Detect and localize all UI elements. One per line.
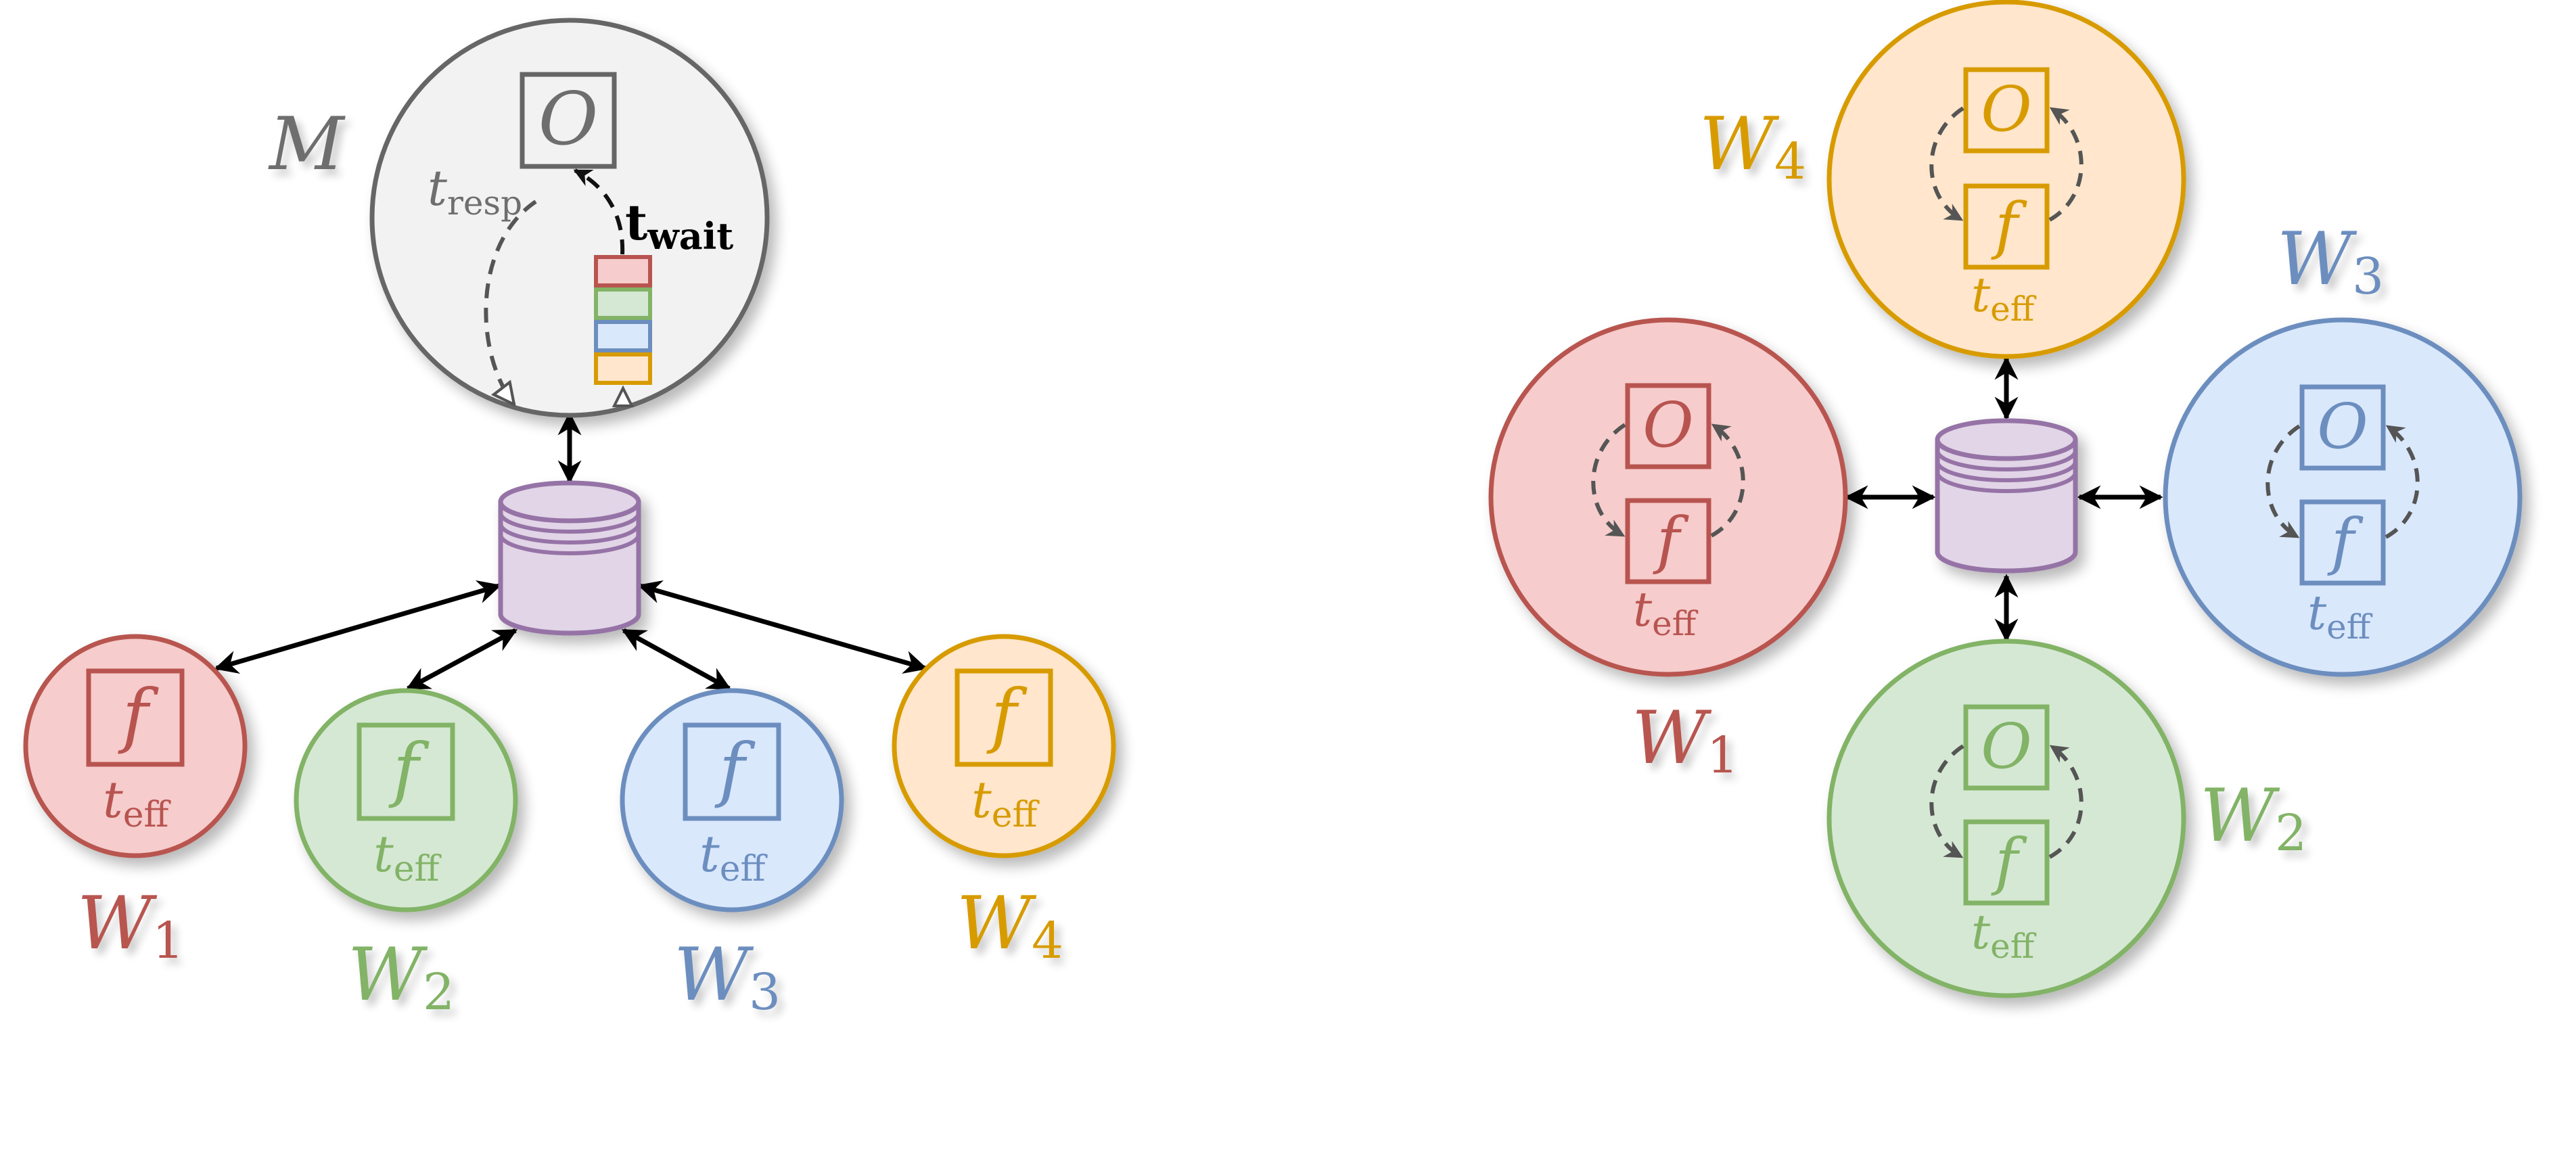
left-worker-3-function-box <box>683 722 781 821</box>
master-circle <box>369 18 770 418</box>
link-db-w3 <box>621 628 732 691</box>
right-worker-4-circle <box>1826 0 2186 359</box>
right-worker-2-label: W2 <box>2200 774 2307 862</box>
db-body <box>498 502 641 636</box>
right-worker-4-function-box <box>1963 183 2050 270</box>
master-label: M <box>268 102 346 187</box>
right-worker-3-optimizer-box <box>2299 384 2386 471</box>
request-queue <box>594 255 652 407</box>
right-worker-2: O f teff W2 <box>1826 639 2307 998</box>
db-top <box>1935 418 2078 461</box>
right-worker-4-label: W4 <box>1699 102 1806 191</box>
right-worker-1-optimizer-label: O <box>1642 389 1693 461</box>
right-worker-1-function-box <box>1625 498 1711 584</box>
right-diagram: O f teff W4 O f teff W1 O f <box>1488 0 2523 998</box>
left-diagram: M O tresp twait <box>23 18 1116 1021</box>
left-worker-4-label: W4 <box>957 881 1063 970</box>
left-worker-1-function-box <box>86 668 185 767</box>
right-worker-1-teff: teff <box>1633 582 1699 643</box>
left-worker-3-teff: teff <box>699 825 768 889</box>
left-worker-1-label: W1 <box>77 881 184 970</box>
left-worker-1-teff: teff <box>103 771 172 835</box>
t-wait-label: twait <box>625 193 733 258</box>
right-worker-3-optimizer-label: O <box>2317 390 2368 463</box>
right-worker-4-optimizer-label: O <box>1981 73 2031 145</box>
left-worker-2-teff: teff <box>373 825 442 889</box>
queue-slot-blue <box>594 320 652 352</box>
t-wait-arrow <box>573 168 625 255</box>
link-db-w1 <box>214 580 502 674</box>
left-worker-4: f teff W4 <box>892 634 1116 970</box>
right-worker-3: O f teff W3 <box>2163 217 2523 677</box>
left-connections <box>214 411 928 691</box>
left-worker-4-function-box <box>954 668 1053 767</box>
right-worker-3-function-box <box>2299 499 2386 586</box>
right-worker-2-circle <box>1826 639 2186 998</box>
right-worker-1-circle <box>1488 317 1848 677</box>
right-worker-4: O f teff W4 <box>1699 0 2186 359</box>
right-worker-1-label: W1 <box>1632 696 1739 785</box>
left-worker-1-circle <box>23 634 248 858</box>
master-node: M O tresp twait <box>268 18 770 418</box>
right-worker-2-teff: teff <box>1971 904 2037 966</box>
left-worker-3: f teff W3 <box>620 688 844 1021</box>
right-worker-1-loop-left <box>1591 423 1626 538</box>
left-worker-4-circle <box>892 634 1116 858</box>
right-worker-3-loop-left <box>2266 424 2301 539</box>
left-worker-2: f teff W2 <box>294 688 518 1021</box>
right-database <box>1935 418 2078 574</box>
db-body <box>1935 440 2078 574</box>
left-worker-2-function-box <box>356 722 455 821</box>
left-worker-3-circle <box>620 688 844 912</box>
right-worker-4-loop-right <box>2048 106 2084 222</box>
queue-slot-orange <box>594 352 652 385</box>
link-db-w2 <box>405 628 518 691</box>
left-worker-1: f teff W1 <box>23 634 248 970</box>
right-worker-2-loop-left <box>1929 744 1964 859</box>
queue-entry-arrow-icon <box>612 385 635 407</box>
left-worker-3-label: W3 <box>674 933 781 1021</box>
right-connections <box>1844 356 2163 643</box>
left-database <box>498 480 641 636</box>
right-worker-2-function-box <box>1963 819 2050 906</box>
right-worker-1-optimizer-box <box>1625 383 1711 469</box>
right-worker-3-circle <box>2163 317 2523 677</box>
right-worker-3-loop-right <box>2385 424 2420 539</box>
queue-slot-red <box>594 255 652 287</box>
left-worker-2-label: W2 <box>348 933 455 1021</box>
db-top <box>498 480 641 524</box>
master-optimizer-box <box>520 72 617 169</box>
master-optimizer-label: O <box>538 77 599 162</box>
right-worker-2-loop-right <box>2048 744 2084 859</box>
t-resp-label: tresp <box>428 160 522 223</box>
left-worker-4-teff: teff <box>971 771 1040 835</box>
right-worker-4-loop-left <box>1929 106 1964 222</box>
right-worker-4-optimizer-box <box>1963 67 2050 154</box>
right-worker-2-optimizer-box <box>1963 704 2050 791</box>
t-resp-arrow <box>484 200 537 404</box>
right-worker-1: O f teff W1 <box>1488 317 1848 785</box>
right-worker-3-teff: teff <box>2307 585 2373 647</box>
left-worker-2-circle <box>294 688 518 912</box>
right-worker-3-label: W3 <box>2277 217 2384 306</box>
right-worker-4-teff: teff <box>1971 267 2037 329</box>
right-worker-1-loop-right <box>1710 423 1745 538</box>
queue-slot-green <box>594 287 652 320</box>
right-worker-2-optimizer-label: O <box>1981 710 2031 783</box>
link-db-w4 <box>637 580 928 674</box>
